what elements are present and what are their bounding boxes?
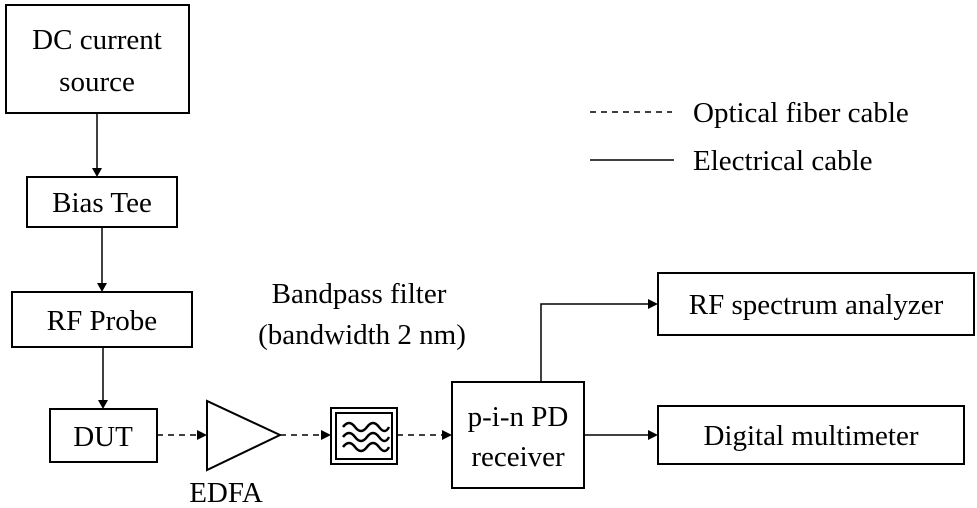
edfa-amplifier: EDFA <box>189 399 283 508</box>
arrowhead-multimeter <box>648 430 658 440</box>
arrowhead-analyzer <box>648 299 658 309</box>
filter-wave-icon <box>342 421 391 453</box>
arrowhead-edfa <box>197 430 207 440</box>
legend-optical-label: Optical fiber cable <box>693 97 909 129</box>
arrowhead-receiver <box>442 430 452 440</box>
bias-tee-label: Bias Tee <box>52 187 152 219</box>
arrowhead-dut <box>98 400 108 409</box>
bandpass-filter: Bandpass filter (bandwidth 2 nm) <box>258 278 466 465</box>
bandpass-filter-outer-frame <box>330 407 398 465</box>
bandpass-filter-inner-frame <box>335 412 393 460</box>
rf-spectrum-analyzer-block: RF spectrum analyzer <box>657 272 975 336</box>
dc-source-label-line1: DC current <box>32 24 162 56</box>
arrowhead-filter <box>321 430 331 440</box>
optical-connections <box>157 430 452 440</box>
pd-receiver-label-line1: p-i-n PD <box>468 401 569 433</box>
edfa-label: EDFA <box>189 477 263 508</box>
rf-probe-block: RF Probe <box>11 291 193 348</box>
dut-label: DUT <box>73 421 133 453</box>
bandpass-filter-title: Bandpass filter <box>272 278 447 310</box>
bias-tee-block: Bias Tee <box>26 176 178 228</box>
pd-receiver-label-line2: receiver <box>471 441 565 473</box>
legend-electrical-label: Electrical cable <box>693 145 873 177</box>
dut-block: DUT <box>49 408 158 463</box>
pd-receiver-block: p-i-n PD receiver <box>451 381 585 489</box>
rf-spectrum-analyzer-label: RF spectrum analyzer <box>689 289 944 321</box>
dc-source-label-line2: source <box>59 66 135 98</box>
arrowhead-rf-probe <box>97 283 107 292</box>
digital-multimeter-block: Digital multimeter <box>657 405 965 465</box>
electrical-connections <box>92 113 658 440</box>
edge-receiver-to-analyzer <box>540 303 648 382</box>
digital-multimeter-label: Digital multimeter <box>703 420 918 452</box>
dc-current-source-block: DC current source <box>5 4 190 114</box>
legend: Optical fiber cable Electrical cable <box>590 97 909 177</box>
rf-probe-label: RF Probe <box>47 305 157 337</box>
bandpass-filter-bandwidth: (bandwidth 2 nm) <box>258 319 466 351</box>
arrowhead-bias-tee <box>92 168 102 177</box>
